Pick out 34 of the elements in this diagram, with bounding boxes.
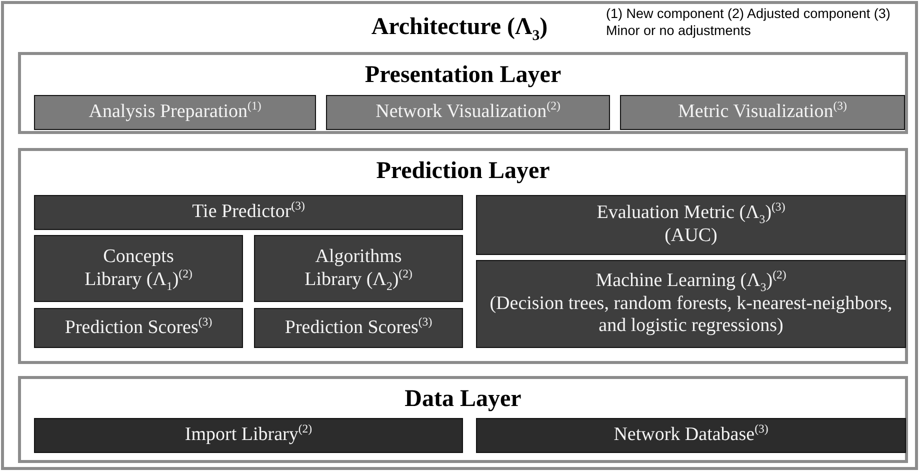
component-name: Tie Predictor$^{(3)}$ [192, 201, 305, 224]
component-name: Concepts Library (Λ$_{1}$)$^{(2)}$ [84, 246, 194, 292]
component-name: Algorithms Library (Λ$_{2}$)$^{(2)}$ [304, 246, 414, 292]
component-box [34, 195, 463, 230]
component-name: Network Database$^{(3)}$ [614, 424, 768, 447]
component-box [254, 235, 463, 302]
component-name: Metric Visualization$^{(3)}$ [678, 101, 847, 124]
component-box [34, 418, 463, 453]
component-name: Prediction Scores$^{(3)}$ [64, 316, 212, 340]
component-box [620, 95, 905, 130]
layer-panel [18, 376, 908, 463]
component-name: Evaluation Metric (Λ$_{3}$)$^{(3)}$ [596, 202, 786, 225]
layer-title: Presentation Layer [364, 62, 562, 88]
component-box [34, 235, 243, 302]
component-detail: (AUC) [664, 225, 718, 248]
panel-title: Architecture (Λ$_{3}$) [371, 14, 548, 40]
layer-title: Data Layer [404, 386, 522, 412]
component-box [476, 195, 906, 255]
component-name: Network Visualization$^{(2)}$ [376, 101, 560, 124]
component-name: Machine Learning (Λ$_{3}$)$^{(2)}$ [596, 270, 786, 293]
component-box [326, 95, 610, 130]
component-box [34, 95, 316, 130]
component-name: Analysis Preparation$^{(1)}$ [88, 101, 262, 124]
component-detail: (Decision trees, random forests, k-nearest-neighbors, and logistic regressions) [489, 292, 893, 338]
component-box [476, 418, 906, 453]
footnote-key: (1) New component (2) Adjusted component (3) Minor or no adjustments [606, 6, 918, 40]
layer-title: Prediction Layer [376, 158, 550, 184]
component-box [254, 308, 463, 348]
component-box [34, 308, 243, 348]
component-box [476, 260, 906, 348]
layer-panel [18, 52, 908, 134]
component-name: Prediction Scores$^{(3)}$ [284, 316, 432, 340]
component-name: Import Library$^{(2)}$ [184, 424, 312, 447]
layer-panel [18, 148, 908, 364]
